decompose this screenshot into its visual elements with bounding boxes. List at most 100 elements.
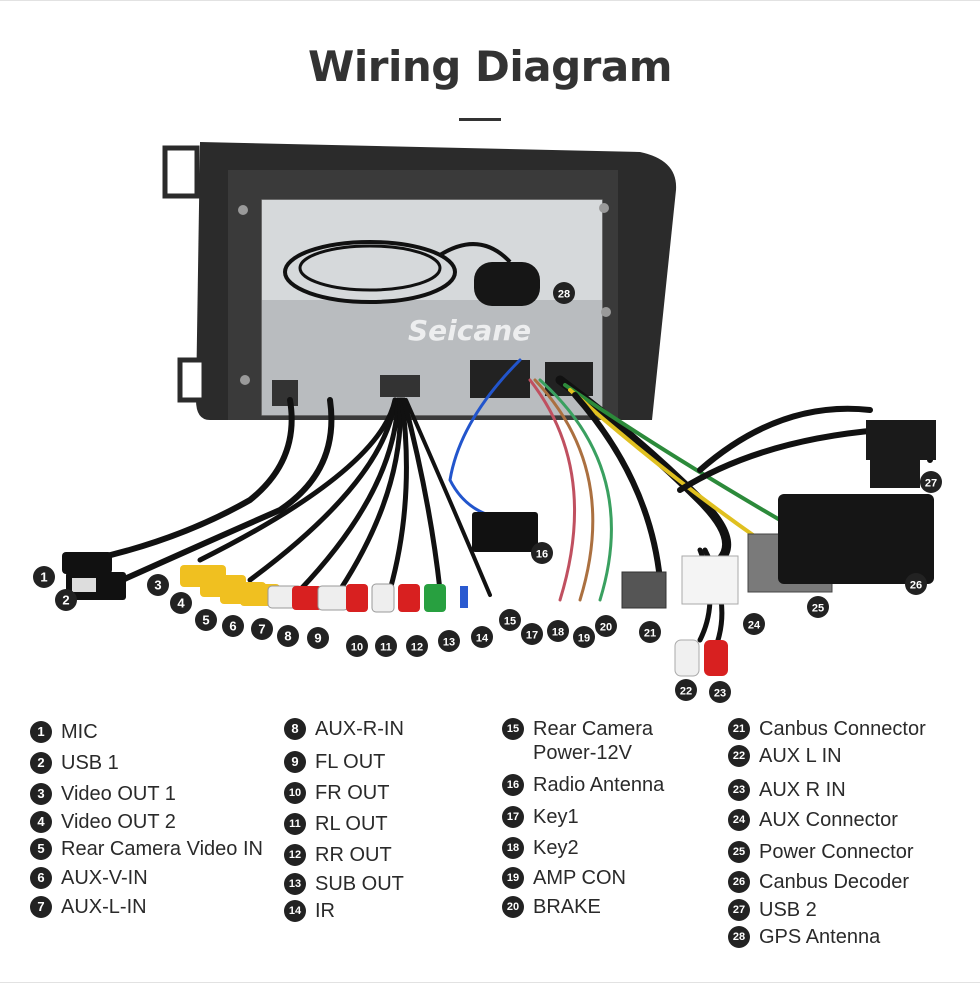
callout-7: 7 — [251, 618, 273, 640]
legend-label: SUB OUT — [315, 872, 404, 896]
callout-number: 5 — [202, 613, 209, 628]
callout-number: 7 — [258, 622, 265, 637]
legend-number-badge: 25 — [728, 841, 750, 863]
legend-label-text: RR OUT — [315, 844, 392, 866]
legend-label-text: Video OUT 2 — [61, 811, 176, 833]
callout-number: 21 — [644, 628, 656, 640]
legend-number-badge: 11 — [284, 813, 306, 835]
legend-label: AUX-V-IN — [61, 866, 148, 890]
callout-number: 1 — [40, 570, 47, 585]
legend-item-26: 26 Canbus Decoder — [728, 870, 909, 894]
callout-6: 6 — [222, 615, 244, 637]
legend-label: RL OUT — [315, 812, 388, 836]
legend-label: GPS Antenna — [759, 925, 880, 949]
callout-27: 27 — [920, 471, 942, 493]
callout-15: 15 — [499, 609, 521, 631]
legend-number-badge: 17 — [502, 806, 524, 828]
legend-number-badge: 22 — [728, 745, 750, 767]
legend-label: Video OUT 2 — [61, 810, 176, 834]
legend-label-text: USB 1 — [61, 752, 119, 774]
callout-5: 5 — [195, 609, 217, 631]
legend-label-text: FL OUT — [315, 751, 386, 773]
callout-number: 10 — [351, 642, 363, 654]
harness-connectors — [621, 420, 936, 677]
callout-13: 13 — [438, 630, 460, 652]
legend-label-text: IR — [315, 900, 335, 922]
legend-item-9: 9 FL OUT — [284, 750, 385, 774]
callout-23: 23 — [709, 681, 731, 703]
bottom-divider — [0, 982, 980, 983]
legend-label: FL OUT — [315, 750, 385, 774]
watermark: Seicane — [408, 314, 531, 347]
callout-number: 23 — [714, 688, 726, 700]
legend-number-badge: 26 — [728, 871, 750, 893]
legend-number-badge: 23 — [728, 779, 750, 801]
legend-label-text: Canbus Decoder — [759, 871, 910, 893]
legend-label: Power Connector — [759, 840, 914, 864]
legend-label-text: RL OUT — [315, 813, 388, 835]
callout-12: 12 — [406, 635, 428, 657]
callout-number: 22 — [680, 686, 692, 698]
callout-19: 19 — [573, 626, 595, 648]
legend-number-badge: 27 — [728, 899, 750, 921]
legend-label: AUX-L-IN — [61, 895, 147, 919]
legend-label: IR — [315, 899, 335, 923]
callout-2: 2 — [55, 589, 77, 611]
legend-label: AUX R IN — [759, 778, 846, 802]
legend-number-badge: 7 — [30, 896, 52, 918]
legend-label: MIC — [61, 720, 98, 744]
callout-number: 9 — [314, 631, 321, 646]
callout-26: 26 — [905, 573, 927, 595]
legend-item-17: 17 Key1 — [502, 805, 579, 829]
legend-label-text: Radio Antenna — [533, 774, 665, 796]
legend-item-11: 11 RL OUT — [284, 812, 388, 836]
legend-label-text: Key1 — [533, 806, 579, 828]
legend-label-text: MIC — [61, 721, 98, 743]
callout-11: 11 — [375, 635, 397, 657]
legend-number-badge: 24 — [728, 809, 750, 831]
legend-label-text: AUX L IN — [759, 745, 842, 767]
callout-number: 11 — [380, 642, 392, 654]
callout-20: 20 — [595, 615, 617, 637]
legend-label: USB 1 — [61, 751, 119, 775]
callout-16: 16 — [531, 542, 553, 564]
legend-item-23: 23 AUX R IN — [728, 778, 846, 802]
legend-item-1: 1 MIC — [30, 720, 98, 744]
callout-number: 20 — [600, 622, 612, 634]
callout-8: 8 — [277, 625, 299, 647]
rca-connectors — [180, 565, 468, 613]
legend-label-text: Rear Camera Video IN — [61, 838, 263, 860]
mic-plug — [62, 552, 112, 574]
legend-label: AUX Connector — [759, 808, 898, 832]
callout-14: 14 — [471, 626, 493, 648]
callout-number: 14 — [476, 633, 489, 645]
callout-number: 19 — [578, 633, 590, 645]
legend-number-badge: 9 — [284, 751, 306, 773]
legend-label-text: Rear Camera — [533, 718, 654, 740]
callout-number: 27 — [925, 478, 937, 490]
legend-number-badge: 21 — [728, 718, 750, 740]
legend-label: AUX-R-IN — [315, 717, 404, 741]
legend-item-22: 22 AUX L IN — [728, 744, 842, 768]
callout-number: 8 — [284, 629, 291, 644]
legend-number-badge: 10 — [284, 782, 306, 804]
legend-number-badge: 1 — [30, 721, 52, 743]
legend-label-text: Power Connector — [759, 841, 914, 863]
wiring-illustration: Seicane — [33, 142, 942, 703]
callout-number: 18 — [552, 627, 564, 639]
legend-item-24: 24 AUX Connector — [728, 808, 898, 832]
legend-label-text: AUX R IN — [759, 779, 846, 801]
